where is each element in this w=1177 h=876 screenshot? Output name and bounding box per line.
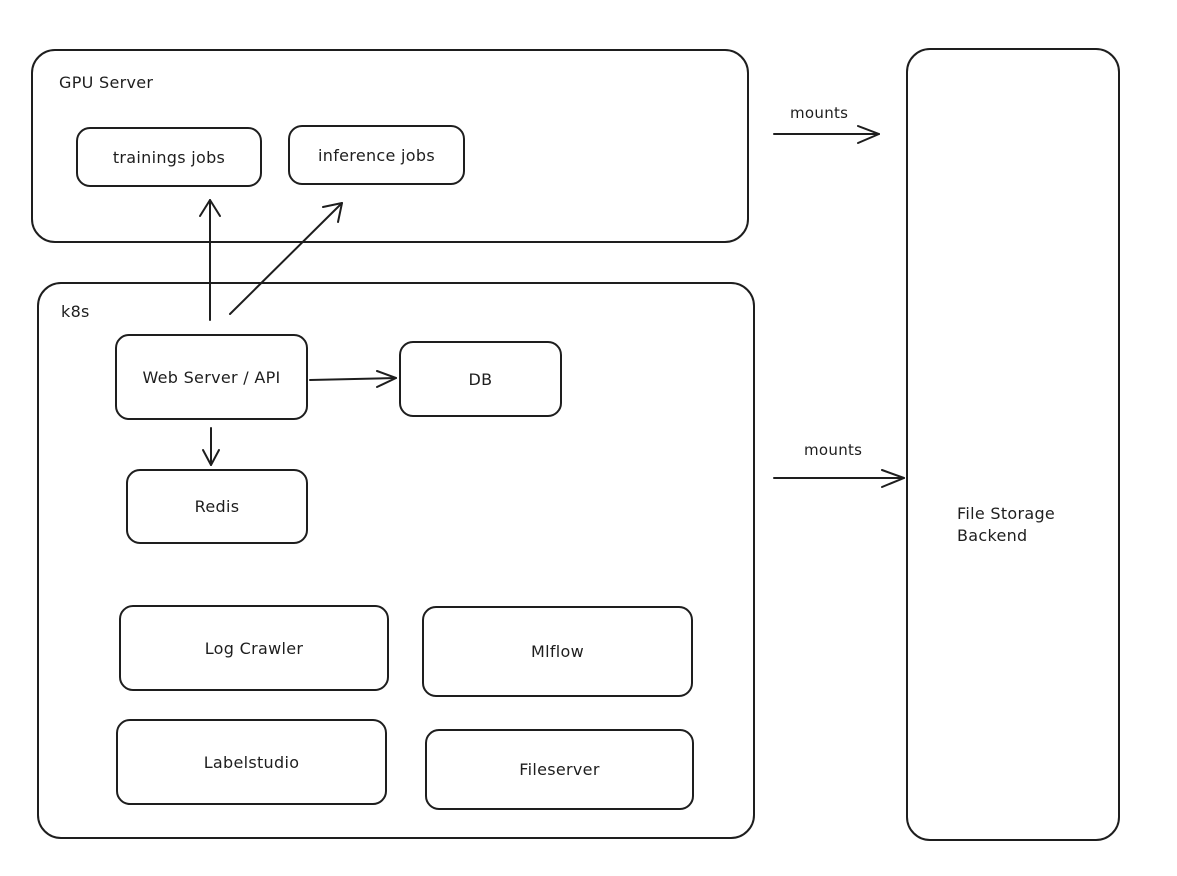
web-server-api-node: Web Server / API <box>115 334 308 420</box>
trainings-jobs-label: trainings jobs <box>112 147 226 167</box>
labelstudio-node: Labelstudio <box>116 719 387 805</box>
mlflow-label: Mlflow <box>530 642 584 661</box>
mlflow-node: Mlflow <box>422 606 693 697</box>
file-storage-backend-label: File Storage Backend <box>957 503 1055 547</box>
web-server-api-label: Web Server / API <box>142 367 281 387</box>
file-storage-backend-node <box>906 48 1120 841</box>
k8s-mounts-arrowhead <box>881 469 905 488</box>
fileserver-label: Fileserver <box>519 760 600 779</box>
file-storage-backend-line1: File Storage <box>957 504 1056 523</box>
db-label: DB <box>468 369 493 389</box>
gpu-mounts-arrowhead <box>857 125 880 144</box>
redis-node: Redis <box>126 469 308 544</box>
gpu-server-container <box>31 49 749 243</box>
k8s-mounts-label: mounts <box>804 441 863 459</box>
log-crawler-label: Log Crawler <box>204 638 304 658</box>
trainings-jobs-node: trainings jobs <box>76 127 262 187</box>
file-storage-backend-line2: Backend <box>957 526 1028 545</box>
labelstudio-label: Labelstudio <box>203 752 300 772</box>
db-node: DB <box>399 341 562 417</box>
k8s-container <box>37 282 755 839</box>
inference-jobs-node: inference jobs <box>288 125 465 185</box>
k8s-title: k8s <box>61 302 90 321</box>
redis-label: Redis <box>194 497 240 516</box>
log-crawler-node: Log Crawler <box>119 605 389 691</box>
gpu-mounts-label: mounts <box>790 104 849 122</box>
gpu-server-title: GPU Server <box>59 73 154 92</box>
fileserver-node: Fileserver <box>425 729 694 810</box>
inference-jobs-label: inference jobs <box>318 145 435 165</box>
